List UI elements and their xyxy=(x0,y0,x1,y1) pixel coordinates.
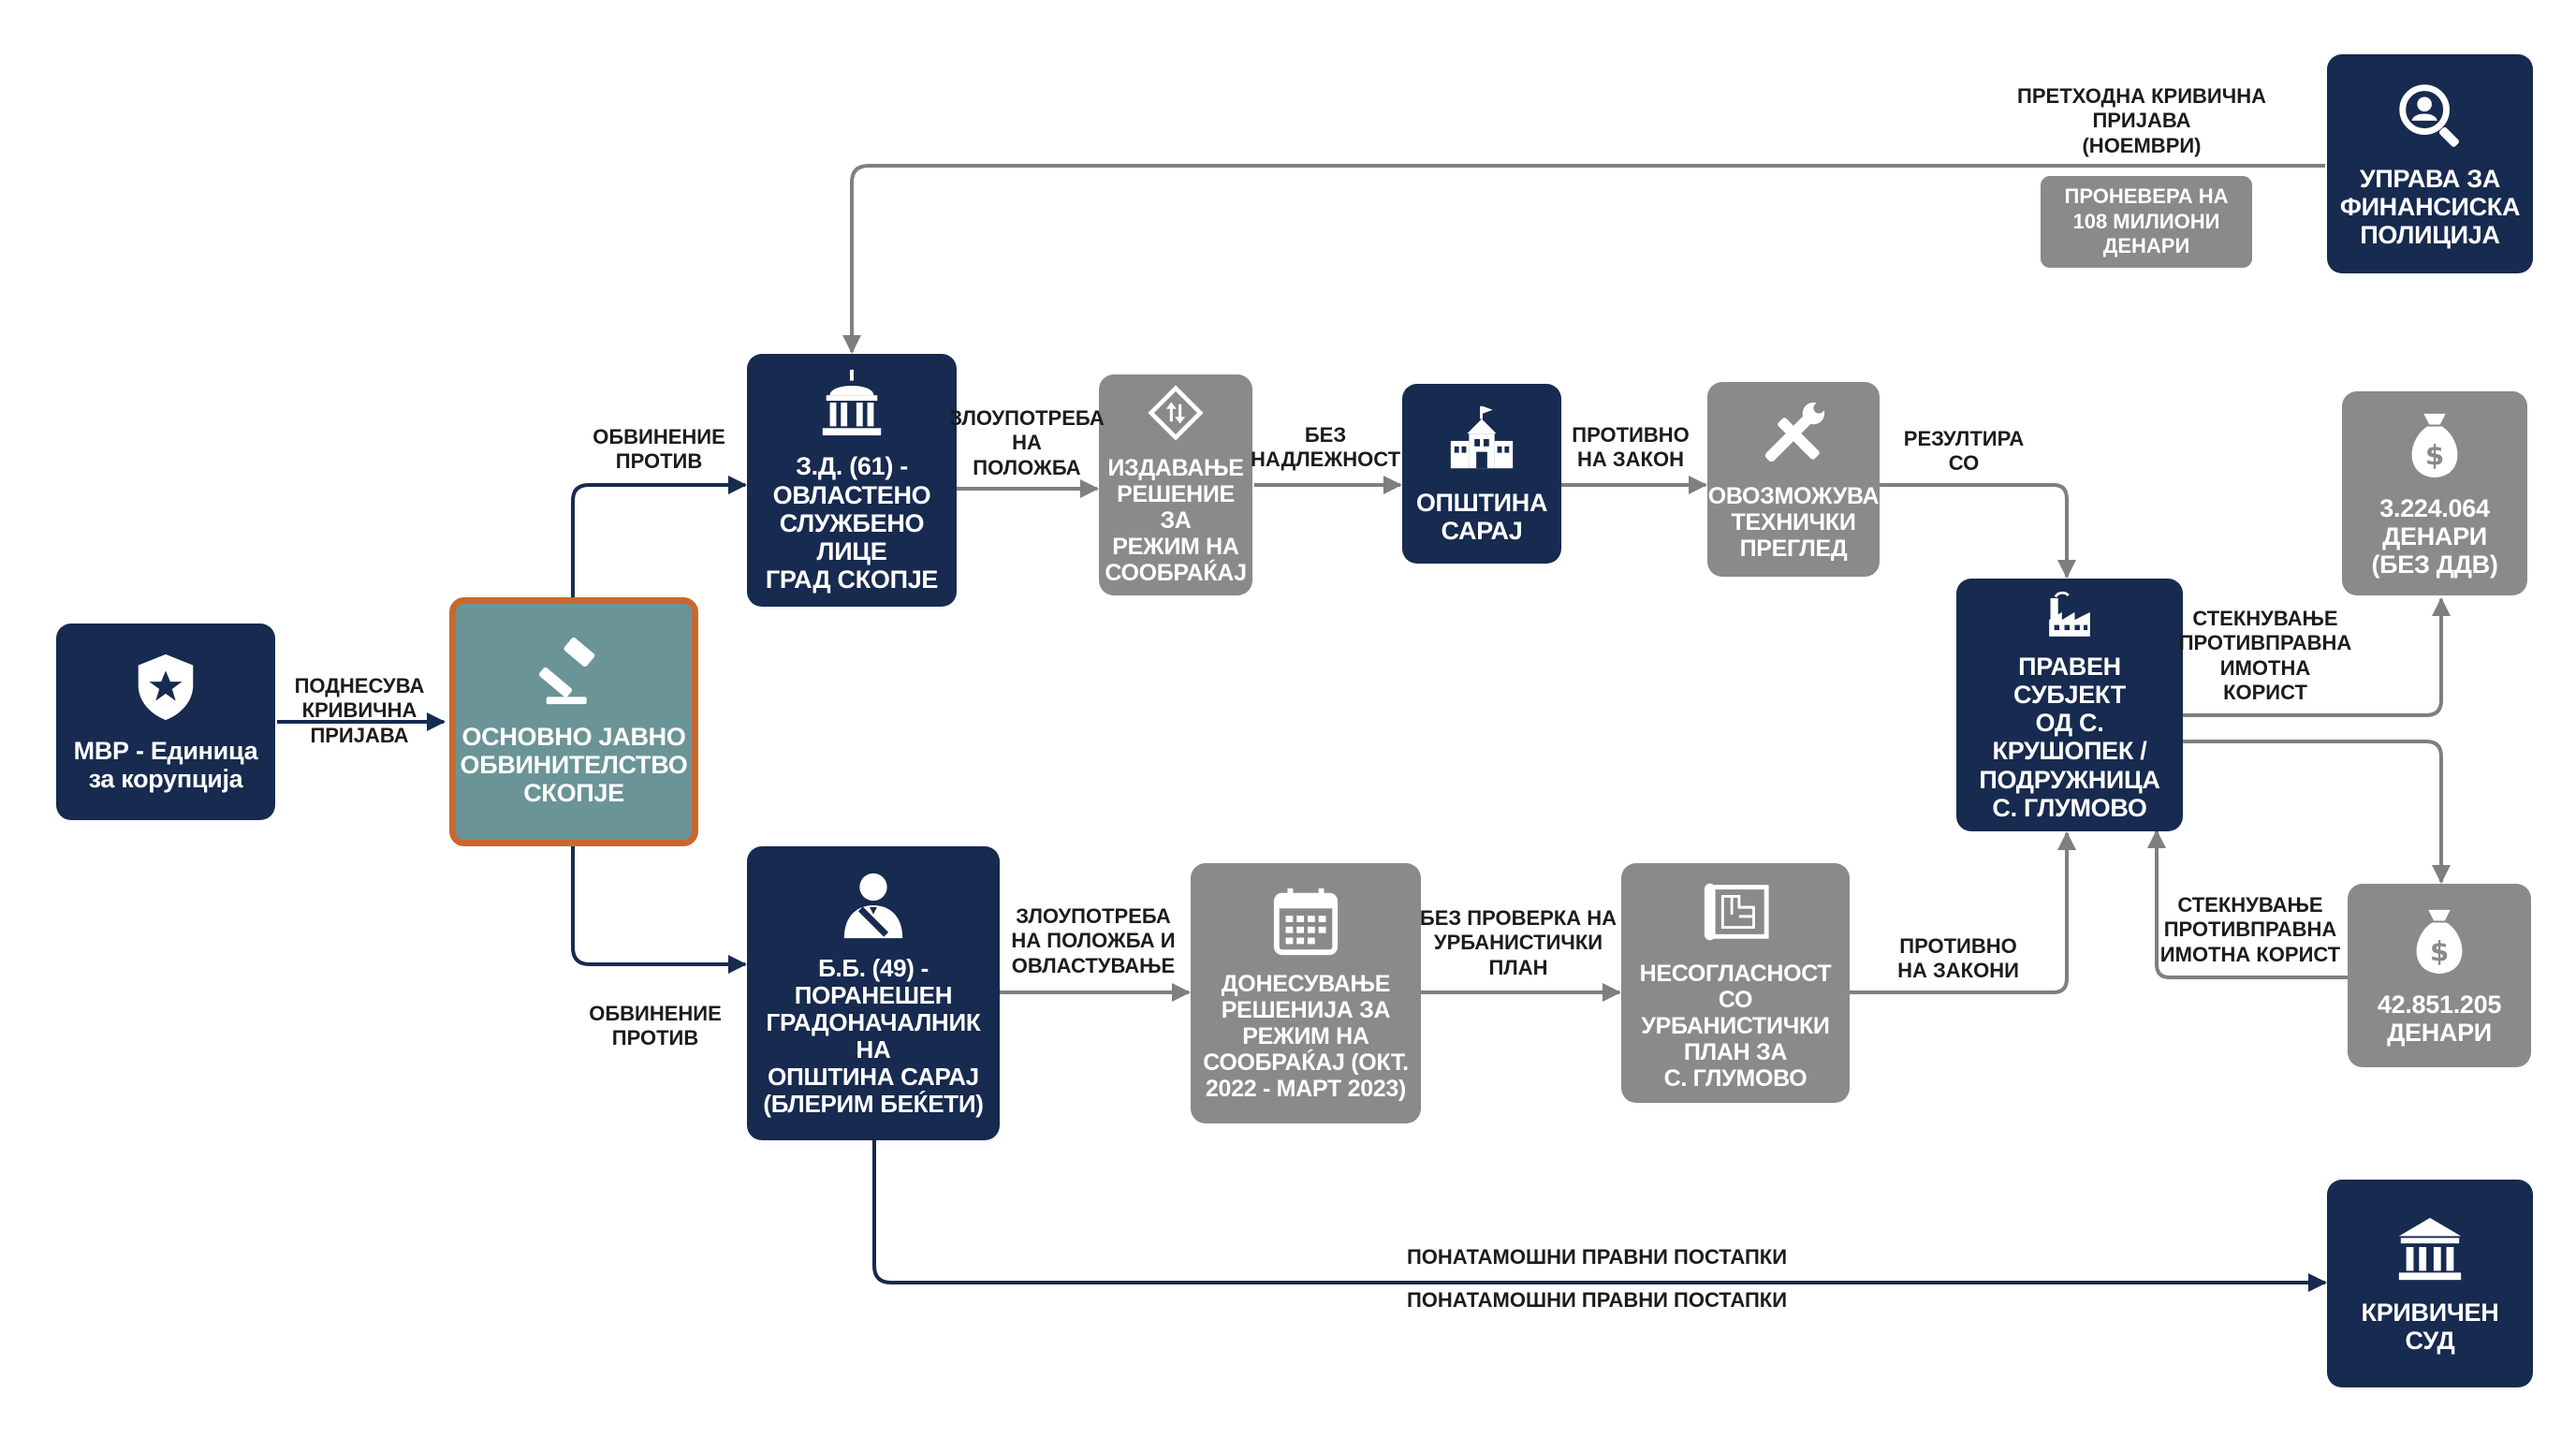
node-sud: КРИВИЧЕН СУД xyxy=(2327,1180,2533,1387)
node-money2: $ 42.851.205 ДЕНАРИ xyxy=(2348,884,2531,1067)
government-building-icon xyxy=(822,370,882,436)
label-bez-nadleznost: БЕЗ НАДЛЕЖНОСТ xyxy=(1250,423,1401,472)
node-ufp-label: УПРАВА ЗА ФИНАНСИСКА ПОЛИЦИЈА xyxy=(2339,164,2521,250)
node-prosecutor-label: ОСНОВНО ЈАВНО ОБВИНИТЕЛСТВО СКОПЈЕ xyxy=(460,722,688,808)
city-hall-icon xyxy=(1450,405,1514,468)
label-protivno-zakon: ПРОТИВНО НА ЗАКОН xyxy=(1572,423,1690,472)
node-izdavanje: ИЗДАВАЊЕ РЕШЕНИЕ ЗА РЕЖИМ НА СООБРАЌАЈ xyxy=(1099,374,1252,595)
arrow-nesoglasnost-to-pravensubjekt xyxy=(1850,831,2076,994)
node-nesoglasnost: НЕСОГЛАСНОСТ СО УРБАНИСТИЧКИ ПЛАН ЗА С. … xyxy=(1621,863,1850,1103)
svg-text:$: $ xyxy=(2430,935,2449,967)
label-zloupotreba-bottom: ЗЛОУПОТРЕБА НА ПОЛОЖБА И ОВЛАСТУВАЊЕ xyxy=(1011,904,1176,977)
label-zloupotreba-top: ЗЛОУПОТРЕБА НА ПОЛОЖБА xyxy=(949,406,1105,479)
arrow-pravensubjekt-to-money2 xyxy=(2181,740,2451,884)
label-ponatamosni-1: ПОНАТАМОШНИ ПРАВНИ ПОСТАПКИ xyxy=(1406,1245,1788,1269)
node-ovozmozuva: ОВОЗМОЖУВА ТЕХНИЧКИ ПРЕГЛЕД xyxy=(1707,382,1880,577)
arrow-ufp-to-zd xyxy=(842,164,2325,354)
node-donesuvanje: ДОНЕСУВАЊЕ РЕШЕНИЈА ЗА РЕЖИМ НА СООБРАЌА… xyxy=(1191,863,1421,1123)
arrow-bb-to-sud xyxy=(872,1140,2327,1292)
node-opstina-label: ОПШТИНА САРАЈ xyxy=(1415,488,1548,545)
arrow-prosecutor-to-bb xyxy=(571,841,747,974)
calendar-icon xyxy=(1273,888,1339,956)
arrow-money2-to-pravensubjekt xyxy=(2147,829,2348,979)
label-podnesuva: ПОДНЕСУВА КРИВИЧНА ПРИЈАВА xyxy=(294,674,425,747)
node-money1: $ 3.224.064 ДЕНАРИ (БЕЗ ДДВ) xyxy=(2342,391,2527,595)
label-bez-proverka: БЕЗ ПРОВЕРКА НА УРБАНИСТИЧКИ ПЛАН xyxy=(1419,906,1617,979)
courthouse-icon xyxy=(2398,1217,2462,1280)
magnifier-person-icon xyxy=(2399,83,2459,147)
node-bb-label: Б.Б. (49) - ПОРАНЕШЕН ГРАДОНАЧАЛНИК НА О… xyxy=(763,953,984,1119)
node-pravensubjekt-label: ПРАВЕН СУБЈЕКТ ОД С. КРУШОПЕК / ПОДРУЖНИ… xyxy=(1979,652,2160,822)
label-prethodna: ПРЕТХОДНА КРИВИЧНА ПРИЈАВА (НОЕМВРИ) xyxy=(2017,84,2266,157)
node-money1-label: 3.224.064 ДЕНАРИ (БЕЗ ДДВ) xyxy=(2371,493,2498,580)
node-bb: Б.Б. (49) - ПОРАНЕШЕН ГРАДОНАЧАЛНИК НА О… xyxy=(747,846,1000,1140)
factory-icon xyxy=(2049,591,2090,637)
node-nesoglasnost-label: НЕСОГЛАСНОСТ СО УРБАНИСТИЧКИ ПЛАН ЗА С. … xyxy=(1639,961,1832,1092)
node-money2-label: 42.851.205 ДЕНАРИ xyxy=(2377,990,2502,1047)
money-bag-icon: $ xyxy=(2411,413,2458,477)
money-bag-icon: $ xyxy=(2416,909,2463,974)
node-pravensubjekt: ПРАВЕН СУБЈЕКТ ОД С. КРУШОПЕК / ПОДРУЖНИ… xyxy=(1956,579,2183,831)
arrow-prosecutor-to-zd xyxy=(571,476,747,599)
gavel-icon xyxy=(538,637,595,704)
node-ovozmozuva-label: ОВОЗМОЖУВА ТЕХНИЧКИ ПРЕГЛЕД xyxy=(1707,483,1880,562)
label-steknuvanje-1: СТЕКНУВАЊЕ ПРОТИВПРАВНА ИМОТНА КОРИСТ xyxy=(2178,607,2352,705)
node-mvr: МВР - Единица за корупција xyxy=(56,624,275,820)
traffic-sign-icon xyxy=(1148,385,1204,441)
node-ufp: УПРАВА ЗА ФИНАНСИСКА ПОЛИЦИЈА xyxy=(2327,54,2533,273)
node-izdavanje-label: ИЗДАВАЊЕ РЕШЕНИЕ ЗА РЕЖИМ НА СООБРАЌАЈ xyxy=(1105,455,1247,586)
label-protivno-zakoni: ПРОТИВНО НА ЗАКОНИ xyxy=(1897,934,2019,983)
node-zd: З.Д. (61) - ОВЛАСТЕНО СЛУЖБЕНО ЛИЦЕ ГРАД… xyxy=(747,354,957,607)
label-obvinenie-bottom: ОБВИНЕНИЕ ПРОТИВ xyxy=(589,1002,722,1050)
node-zd-label: З.Д. (61) - ОВЛАСТЕНО СЛУЖБЕНО ЛИЦЕ ГРАД… xyxy=(765,452,939,594)
node-sud-label: КРИВИЧЕН СУД xyxy=(2361,1298,2499,1355)
mayor-icon xyxy=(843,873,903,938)
police-badge-icon xyxy=(138,653,194,720)
label-ponatamosni-2: ПОНАТАМОШНИ ПРАВНИ ПОСТАПКИ xyxy=(1406,1288,1788,1312)
svg-text:$: $ xyxy=(2425,439,2444,471)
arrow-pravensubjekt-to-money1 xyxy=(2181,597,2451,717)
label-rezultira: РЕЗУЛТИРА СО xyxy=(1903,427,2025,476)
node-opstina: ОПШТИНА САРАЈ xyxy=(1402,384,1561,564)
label-obvinenie-top: ОБВИНЕНИЕ ПРОТИВ xyxy=(593,425,725,474)
badge-pronevera: ПРОНЕВЕРА НА 108 МИЛИОНИ ДЕНАРИ xyxy=(2041,176,2252,268)
node-mvr-label: МВР - Единица за корупција xyxy=(73,736,258,793)
arrow-ovozmozuva-to-pravensubjekt xyxy=(1880,483,2076,579)
node-donesuvanje-label: ДОНЕСУВАЊЕ РЕШЕНИЈА ЗА РЕЖИМ НА СООБРАЌА… xyxy=(1203,971,1409,1102)
node-prosecutor: ОСНОВНО ЈАВНО ОБВИНИТЕЛСТВО СКОПЈЕ xyxy=(449,597,698,846)
label-steknuvanje-2: СТЕКНУВАЊЕ ПРОТИВПРАВНА ИМОТНА КОРИСТ xyxy=(2159,893,2341,966)
blueprint-icon xyxy=(1704,883,1769,941)
tools-icon xyxy=(1764,402,1825,462)
